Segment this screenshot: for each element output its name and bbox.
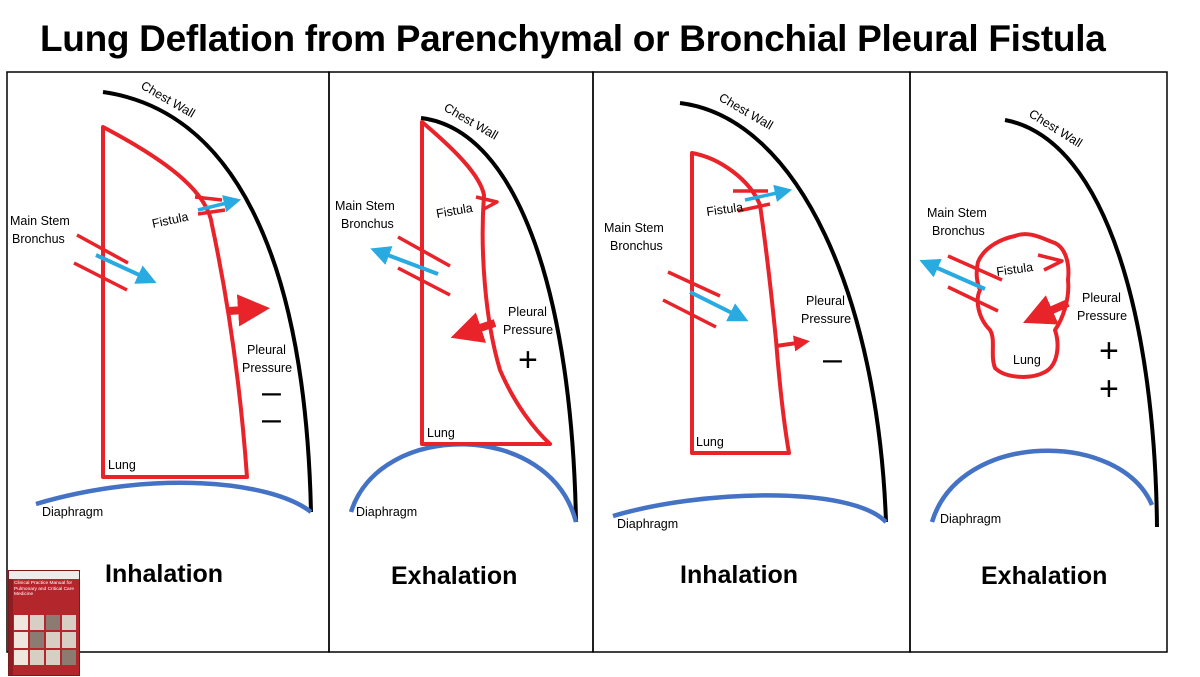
chest-wall (102, 90, 313, 513)
pressure-sign-1: + (518, 341, 538, 379)
pleural-label: Pleural (247, 343, 286, 357)
fistula-wall-upper (194, 195, 223, 202)
pleural-pressure-arrow (775, 335, 810, 352)
chest-wall-label: Chest Wall (717, 90, 776, 132)
diaphragm-label: Diaphragm (940, 512, 1001, 526)
airflow-arrow (370, 246, 439, 276)
pressure-sign-1: – (262, 373, 281, 411)
diaphragm-label: Diaphragm (617, 517, 678, 531)
diaphragm (929, 448, 1155, 523)
bronchus-label: Bronchus (610, 239, 663, 253)
fistula-label: Fistula (705, 200, 743, 219)
airflow-arrow (689, 290, 749, 322)
lung-outline (420, 120, 552, 446)
pressure-sign-2: – (262, 400, 281, 438)
diaphragm (35, 480, 313, 514)
phase-caption: Exhalation (391, 562, 517, 590)
pleural-pressure-arrow (228, 294, 270, 327)
pressure-label: Pressure (503, 323, 553, 337)
pleural-pressure-arrow (450, 312, 497, 343)
fistula-closed (1037, 253, 1064, 272)
phase-caption: Exhalation (981, 562, 1107, 590)
page-title: Lung Deflation from Parenchymal or Bronc… (40, 18, 1106, 59)
bronchus-wall-lower (662, 298, 717, 329)
fistula-label: Fistula (435, 201, 474, 221)
pleural-label: Pleural (1082, 291, 1121, 305)
panel-frame-4 (909, 71, 1168, 653)
diaphragm-label: Diaphragm (42, 505, 103, 519)
panel-frames (6, 71, 1168, 653)
panel-4: Chest Wall Diaphragm Lung Main Stem Bron… (919, 107, 1159, 590)
bronchus-wall-lower (947, 285, 999, 313)
chest-wall (1004, 118, 1159, 528)
pressure-label: Pressure (242, 361, 292, 375)
main-stem-label: Main Stem (927, 206, 987, 220)
book-cover-thumbnail: Clinical Practice Manual for Pulmonary a… (8, 570, 80, 676)
main-stem-label: Main Stem (604, 221, 664, 235)
pressure-label: Pressure (801, 312, 851, 326)
lung-label: Lung (1013, 353, 1041, 367)
book-top-band (9, 571, 79, 579)
chest-wall (420, 116, 578, 523)
chest-wall-label: Chest Wall (442, 100, 501, 142)
fistula-wall-lower (737, 202, 771, 213)
pleural-label: Pleural (508, 305, 547, 319)
fistula-airflow-arrow (744, 184, 793, 202)
bronchus-wall-lower (397, 266, 451, 297)
main-stem-label: Main Stem (10, 214, 70, 228)
pressure-sign-1: – (823, 340, 842, 378)
lung-outline (974, 232, 1071, 379)
chest-wall (679, 101, 888, 523)
book-spine (9, 579, 13, 675)
bronchus-wall-upper (947, 254, 1003, 282)
airflow-arrow (919, 259, 986, 291)
bronchus-wall-upper (76, 233, 129, 265)
panel-3: Chest Wall Diaphragm Lung Main Stem Bron… (604, 90, 888, 589)
fistula-airflow-arrow (197, 195, 242, 213)
lung-label: Lung (696, 435, 724, 449)
pressure-label: Pressure (1077, 309, 1127, 323)
fistula-wall-lower (197, 208, 226, 216)
pleural-pressure-arrow (1023, 295, 1070, 325)
main-stem-label: Main Stem (335, 199, 395, 213)
pressure-sign-2: + (1099, 370, 1119, 408)
lung-outline (101, 125, 249, 479)
fistula-label: Fistula (995, 260, 1033, 279)
lung-outline (690, 151, 791, 455)
lung-label: Lung (427, 426, 455, 440)
pleural-label: Pleural (806, 294, 845, 308)
phase-caption: Inhalation (105, 560, 223, 588)
pressure-sign-1: + (1099, 332, 1119, 370)
panel-1: Chest Wall Diaphragm Lung Main Stem Bron… (10, 78, 313, 588)
bronchus-label: Bronchus (341, 217, 394, 231)
book-title: Clinical Practice Manual for Pulmonary a… (14, 581, 74, 598)
diaphragm-label: Diaphragm (356, 505, 417, 519)
bronchus-label: Bronchus (12, 232, 65, 246)
phase-caption: Inhalation (680, 561, 798, 589)
book-cover-image-grid (14, 615, 76, 665)
lung-label: Lung (108, 458, 136, 472)
bronchus-label: Bronchus (932, 224, 985, 238)
fistula-label: Fistula (151, 210, 190, 231)
bronchus-wall-upper (397, 235, 451, 268)
bronchus-wall-lower (73, 261, 128, 292)
diaphragm (612, 493, 888, 524)
fistula-closed (475, 195, 499, 212)
bronchus-wall-upper (667, 270, 721, 298)
airflow-arrow (95, 253, 157, 284)
panel-2: Chest Wall Diaphragm Lung Main Stem Bron… (335, 100, 579, 590)
